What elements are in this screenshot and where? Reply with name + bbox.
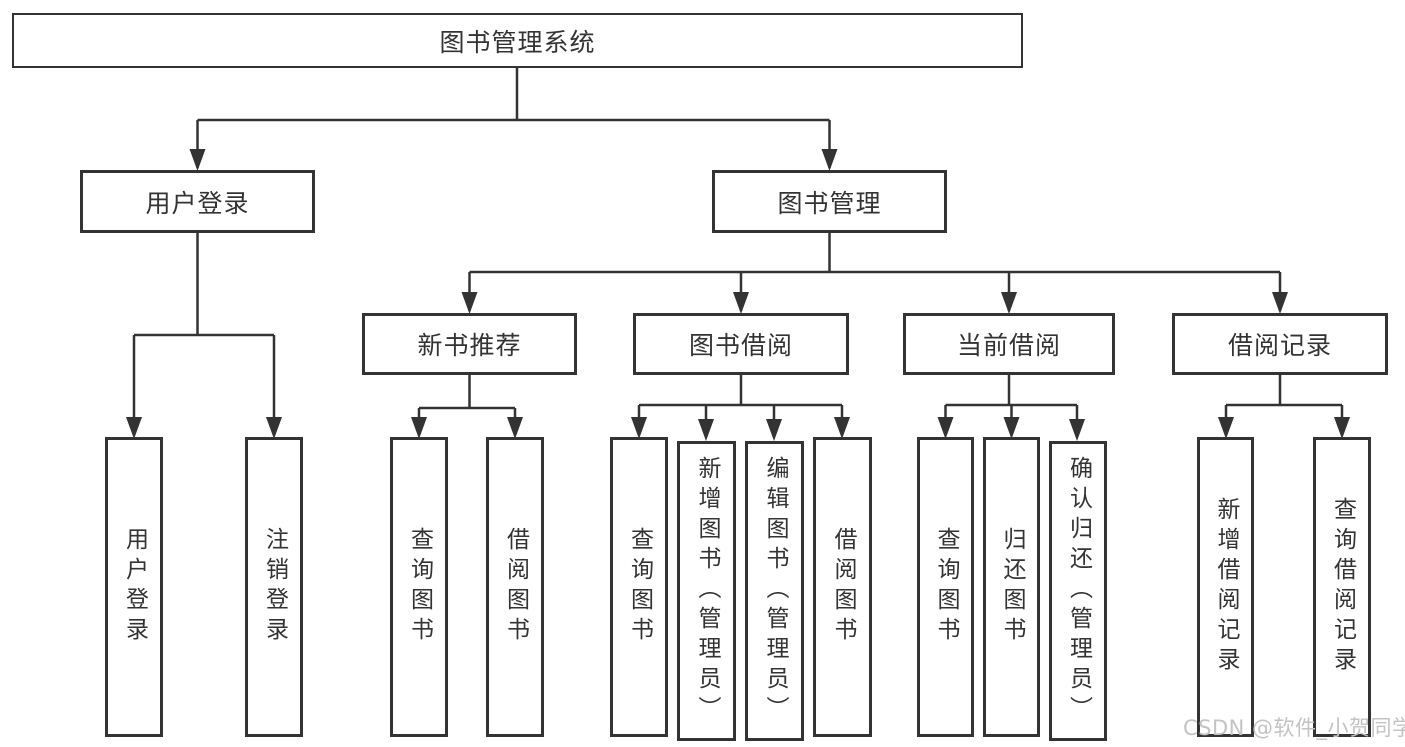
leaf-return-books: 归还图书 <box>983 437 1040 737</box>
node-new-book-recommendation: 新书推荐 <box>362 313 577 375</box>
node-current-borrowing: 当前借阅 <box>903 313 1115 375</box>
node-borrowing-records: 借阅记录 <box>1172 313 1388 375</box>
leaf-query-books-recommend: 查询图书 <box>390 437 448 737</box>
tree-edges <box>132 68 1344 435</box>
node-user-login: 用户登录 <box>80 170 315 233</box>
csdn-watermark: CSDN @软件_小贺同学 <box>1183 716 1405 740</box>
leaf-query-books-borrow: 查询图书 <box>610 437 668 737</box>
leaf-add-borrow-record: 新增借阅记录 <box>1197 437 1254 737</box>
leaf-add-books-admin: 新增图书（管理员） <box>677 441 736 741</box>
leaf-logout: 注销登录 <box>245 437 303 737</box>
leaf-query-borrow-record: 查询借阅记录 <box>1313 437 1371 737</box>
node-book-management: 图书管理 <box>712 170 947 233</box>
leaf-borrow-books-recommend: 借阅图书 <box>486 437 544 737</box>
leaf-borrow-books: 借阅图书 <box>813 437 872 737</box>
leaf-query-books-current: 查询图书 <box>917 437 974 737</box>
node-book-borrowing: 图书借阅 <box>633 313 849 375</box>
leaf-edit-books-admin: 编辑图书（管理员） <box>745 441 804 741</box>
node-library-management-system: 图书管理系统 <box>12 13 1023 68</box>
leaf-user-login: 用户登录 <box>105 437 163 737</box>
leaf-confirm-return-admin: 确认归还（管理员） <box>1049 441 1107 741</box>
arrowheads <box>126 149 1350 441</box>
